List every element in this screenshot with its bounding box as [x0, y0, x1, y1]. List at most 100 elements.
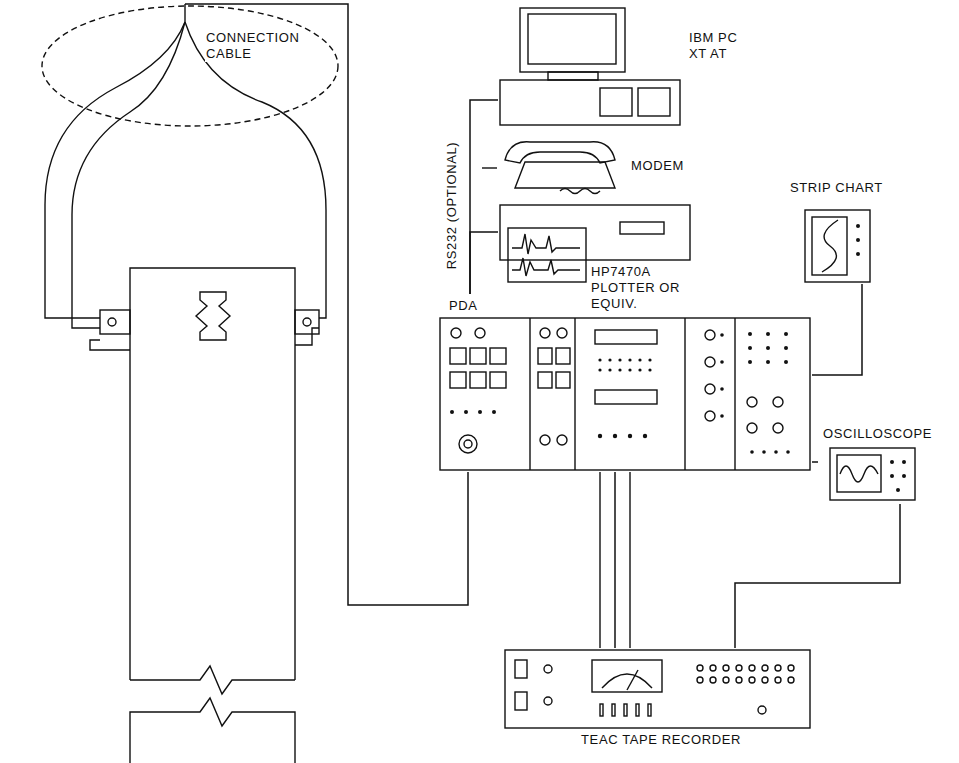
tape-recorder-drawing	[612, 704, 615, 716]
pile	[196, 292, 230, 340]
tape-recorder-drawing	[758, 706, 766, 714]
modem: MODEM	[478, 138, 693, 194]
computer-drawing	[500, 8, 680, 125]
pda-rack	[786, 450, 790, 454]
plotter-drawing	[620, 222, 664, 234]
pda-rack	[540, 328, 550, 338]
strip-chart-drawing	[812, 217, 847, 275]
tape-recorder-drawing	[648, 704, 651, 716]
oscilloscope: OSCILLOSCOPE	[818, 424, 938, 504]
pda-rack	[648, 368, 651, 371]
pda-rack	[784, 346, 788, 350]
pile	[130, 268, 295, 680]
sensor-wires	[295, 328, 319, 345]
plotter-drawing	[500, 205, 690, 260]
pda-rack	[492, 410, 496, 414]
oscilloscope-drawing	[902, 474, 906, 478]
signal-cable	[470, 100, 498, 294]
tape-recorder-drawing	[788, 665, 794, 671]
tape-recorder-drawing	[723, 665, 729, 671]
pda-unit: PDA	[438, 294, 812, 472]
oscilloscope-drawing	[830, 448, 915, 500]
tape-recorder-drawing	[775, 677, 781, 683]
pda-rack	[766, 332, 770, 336]
pda-rack	[705, 411, 715, 421]
strip-chart-drawing	[856, 252, 860, 256]
pda-rack	[766, 360, 770, 364]
signal-cable	[812, 284, 862, 375]
pda-rack	[705, 384, 715, 394]
tape-recorder-drawing	[723, 677, 729, 683]
tape-recorder-drawing	[505, 650, 810, 728]
computer-drawing	[638, 88, 670, 116]
oscilloscope-drawing	[902, 460, 906, 464]
pda-rack	[720, 387, 724, 391]
signal-cable	[470, 232, 498, 294]
pda-rack	[748, 360, 752, 364]
signal-cable	[735, 504, 900, 648]
pda-rack	[557, 435, 567, 445]
device-label: OSCILLOSCOPE	[822, 426, 933, 442]
tape-recorder-drawing	[749, 677, 755, 683]
tape-recorder-drawing	[624, 704, 627, 716]
pda-rack	[490, 348, 506, 364]
tape-recorder: TEAC TAPE RECORDER	[500, 648, 820, 754]
tape-recorder-drawing	[710, 677, 716, 683]
tape-recorder-drawing	[602, 674, 652, 688]
pda-rack	[747, 397, 757, 407]
oscilloscope-drawing	[890, 460, 894, 464]
computer-drawing	[528, 14, 616, 64]
pile	[130, 268, 295, 763]
pda-rack	[470, 372, 486, 388]
plotter: HP7470A PLOTTER OR EQUIV.	[498, 200, 719, 315]
strip-chart-drawing	[856, 238, 860, 242]
pda-rack	[720, 360, 724, 364]
computer-drawing	[600, 88, 632, 116]
sensor-wires	[100, 310, 130, 334]
pda-rack	[628, 358, 631, 361]
plotter-drawing	[508, 228, 586, 282]
pda-rack	[720, 333, 724, 337]
pda-rack	[618, 358, 621, 361]
pile	[130, 698, 295, 763]
strip-chart-drawing	[822, 220, 838, 272]
pda-rack	[464, 440, 472, 448]
tape-recorder-drawing	[544, 665, 552, 673]
pda-rack	[762, 450, 766, 454]
tape-recorder-drawing	[600, 704, 603, 716]
tape-recorder-drawing	[636, 704, 639, 716]
pda-rack	[450, 348, 466, 364]
sensor-wires	[72, 22, 185, 328]
tape-recorder-drawing	[697, 665, 703, 671]
pda-rack	[595, 330, 657, 344]
pda-rack	[538, 372, 552, 388]
pda-rack	[750, 450, 754, 454]
pda-rack	[774, 450, 778, 454]
cable-outline	[40, 4, 340, 128]
modem-drawing	[482, 142, 615, 194]
tape-wire	[600, 472, 630, 648]
tape-recorder-drawing	[592, 660, 662, 692]
sensor-wires	[185, 22, 326, 318]
sensor-wires	[184, 4, 185, 22]
pda-rack	[766, 346, 770, 350]
cable-outline	[42, 6, 338, 126]
modem-drawing	[560, 189, 600, 194]
sensor-wires	[45, 22, 185, 318]
tape-recorder-drawing	[544, 697, 552, 705]
computer-drawing	[520, 8, 625, 72]
pda-rack	[475, 328, 485, 338]
pda-rack	[613, 434, 617, 438]
strip-chart-drawing	[856, 224, 860, 228]
cable-label: RS232 (OPTIONAL)	[444, 139, 459, 270]
pda-rack	[705, 330, 715, 340]
pda-rack	[720, 414, 724, 418]
tape-recorder-drawing	[749, 665, 755, 671]
device-label: PDA	[448, 298, 479, 314]
pda-rack	[608, 368, 611, 371]
device-label: HP7470A PLOTTER OR EQUIV.	[590, 264, 716, 312]
device-label: TEAC TAPE RECORDER	[500, 732, 822, 748]
